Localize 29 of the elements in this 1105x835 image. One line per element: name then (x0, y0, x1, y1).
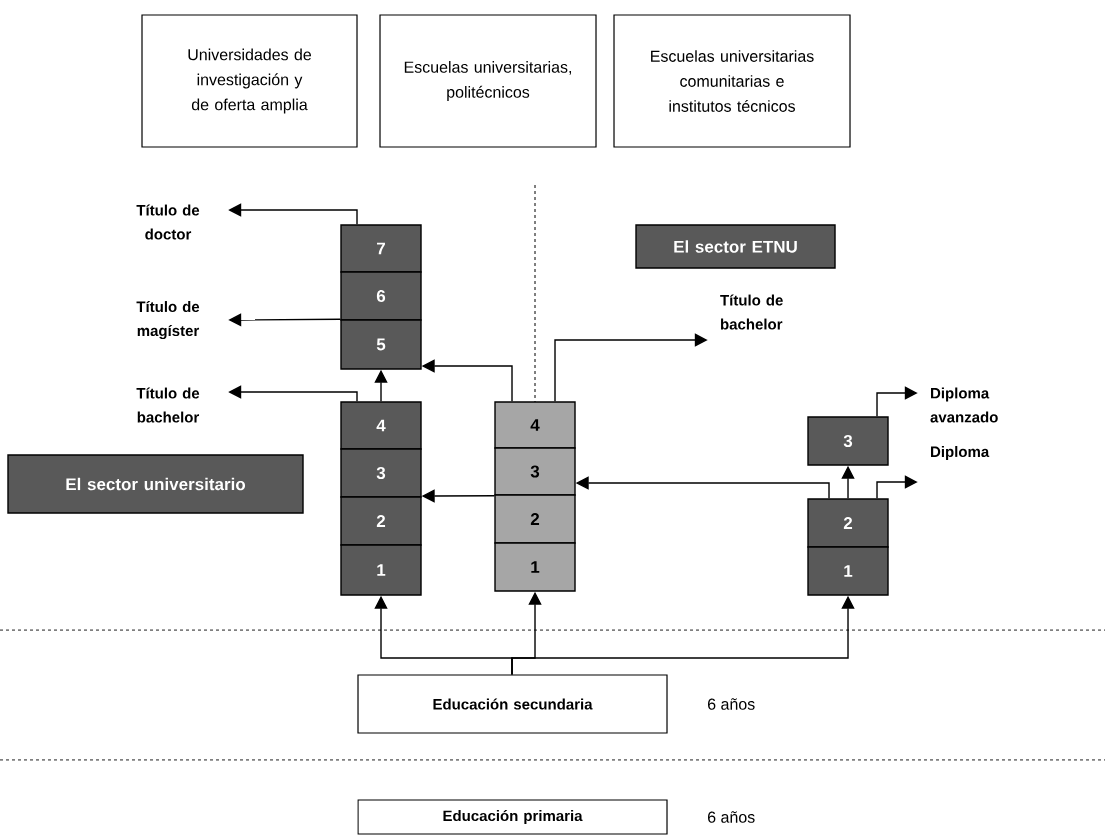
education-box: Educación secundaria (357, 674, 668, 734)
year-cell: 3 (340, 448, 422, 498)
duration-label: 6 años (708, 811, 755, 823)
sector-box: El sector ETNU (635, 224, 836, 269)
year-cell: 7 (340, 224, 422, 273)
year-cell: 3 (494, 447, 576, 496)
year-cell: 2 (494, 494, 576, 544)
year-cell: 1 (494, 542, 576, 592)
degree-label: Título de bachelor (720, 294, 783, 330)
degree-label: Título de magíster (136, 300, 200, 340)
education-box: Educación primaria (357, 799, 668, 835)
header-box: Universidades de investigación y de oferta amplia (141, 14, 358, 148)
year-cell: 6 (340, 271, 422, 321)
year-cell: 2 (807, 498, 889, 548)
degree-label: Diploma avanzado (930, 387, 998, 423)
degree-label: Diploma (931, 446, 990, 460)
degree-label: Título de doctor (136, 204, 200, 240)
year-cell: 5 (340, 319, 422, 370)
year-cell: 4 (494, 401, 576, 449)
header-box: Escuelas universitarias comunitarias e institutos técnicos (613, 14, 851, 148)
year-cell: 1 (340, 544, 422, 596)
year-cell: 3 (807, 416, 889, 466)
sector-box: El sector universitario (7, 454, 304, 514)
header-box: Escuelas universitarias, politécnicos (379, 14, 597, 148)
year-cell: 1 (807, 546, 889, 596)
degree-label: Título de bachelor (136, 387, 200, 423)
duration-label: 6 años (708, 698, 755, 710)
year-cell: 4 (340, 401, 422, 450)
year-cell: 2 (340, 496, 422, 546)
